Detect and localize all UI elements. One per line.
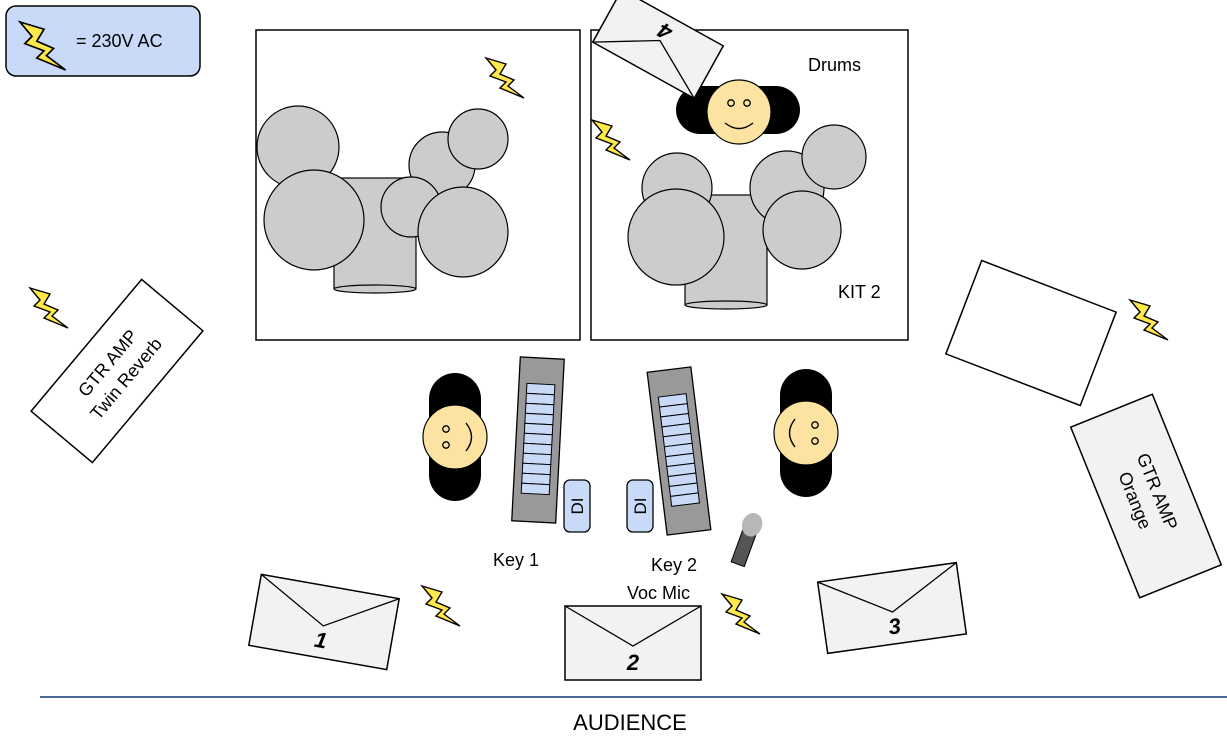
monitor-3-number: 3 (887, 613, 903, 639)
monitor-2: 2 (564, 605, 702, 681)
power-outlet-icon (29, 287, 69, 329)
monitor-3: 3 (816, 561, 968, 655)
power-outlet-icon (721, 593, 761, 635)
keyboard-player-1 (422, 373, 488, 501)
legend-text: = 230V AC (76, 31, 163, 51)
drummer (676, 79, 800, 145)
power-outlet-icon (1129, 299, 1169, 341)
monitor-1: 1 (247, 573, 401, 671)
kit2-label: KIT 2 (838, 282, 881, 302)
guitar-amp-orange: GTR AMP Orange (1069, 393, 1223, 599)
monitor-2-number: 2 (626, 650, 640, 675)
keyboard-1 (511, 356, 565, 524)
vocal-mic-icon (730, 512, 763, 568)
legend-box: = 230V AC (5, 5, 201, 77)
di-box-2-label: DI (631, 498, 650, 515)
drum-kit-2: Drums KIT 2 (590, 29, 909, 341)
keyboard-2 (646, 366, 712, 536)
drum-kit-1 (255, 29, 581, 341)
amp-box-right (944, 259, 1118, 407)
voc-mic-label: Voc Mic (627, 583, 690, 603)
key1-label: Key 1 (493, 550, 539, 570)
di-box-1-label: DI (568, 498, 587, 515)
monitor-4: 4 (591, 0, 725, 100)
keyboard-player-2 (773, 369, 839, 497)
di-box-2: DI (626, 479, 654, 533)
key2-label: Key 2 (651, 555, 697, 575)
audience-label: AUDIENCE (573, 710, 687, 735)
di-box-1: DI (563, 479, 591, 533)
power-outlet-icon (421, 585, 461, 627)
drums-label: Drums (808, 55, 861, 75)
guitar-amp-twin-reverb: GTR AMP Twin Reverb (30, 278, 204, 464)
monitor-1-number: 1 (313, 627, 329, 654)
